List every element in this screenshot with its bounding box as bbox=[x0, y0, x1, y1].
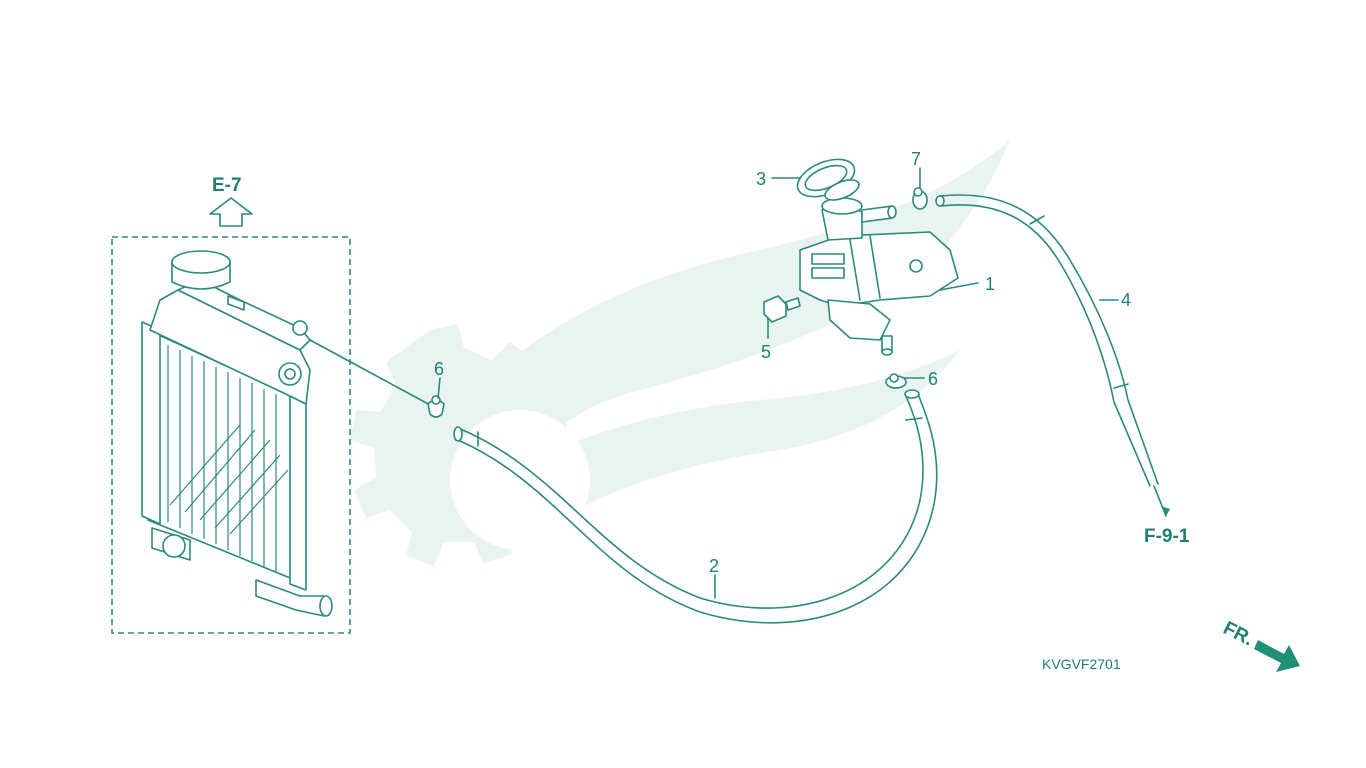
callout-4: 4 bbox=[1121, 290, 1131, 310]
siphon-hose bbox=[453, 389, 938, 624]
watermark-logo bbox=[350, 140, 1010, 566]
callout-leaders bbox=[437, 167, 1119, 599]
callout-3: 3 bbox=[756, 169, 766, 189]
bolt bbox=[763, 295, 801, 323]
front-label: FR. bbox=[1220, 618, 1257, 651]
hose-clamp-right bbox=[885, 373, 907, 389]
drawing-code: KVGVF2701 bbox=[1042, 656, 1121, 672]
reserve-tank-cap bbox=[796, 158, 860, 201]
up-arrow-icon bbox=[209, 197, 253, 227]
callout-7: 7 bbox=[911, 149, 921, 169]
leader-line bbox=[309, 339, 433, 407]
reserve-tank bbox=[799, 197, 959, 356]
ref-label-down[interactable]: F-9-1 bbox=[1144, 526, 1190, 547]
front-arrow-icon bbox=[1254, 640, 1300, 672]
radiator-ref-box bbox=[111, 236, 351, 634]
hose-clamp-top bbox=[912, 187, 928, 210]
callout-2: 2 bbox=[709, 556, 719, 576]
overflow-hose bbox=[935, 194, 1170, 517]
callout-1: 1 bbox=[985, 274, 995, 294]
ref-label-up[interactable]: E-7 bbox=[212, 175, 242, 196]
callout-6-left: 6 bbox=[434, 359, 444, 379]
callout-6-right: 6 bbox=[928, 369, 938, 389]
callout-5: 5 bbox=[761, 342, 771, 362]
radiator bbox=[141, 250, 333, 617]
